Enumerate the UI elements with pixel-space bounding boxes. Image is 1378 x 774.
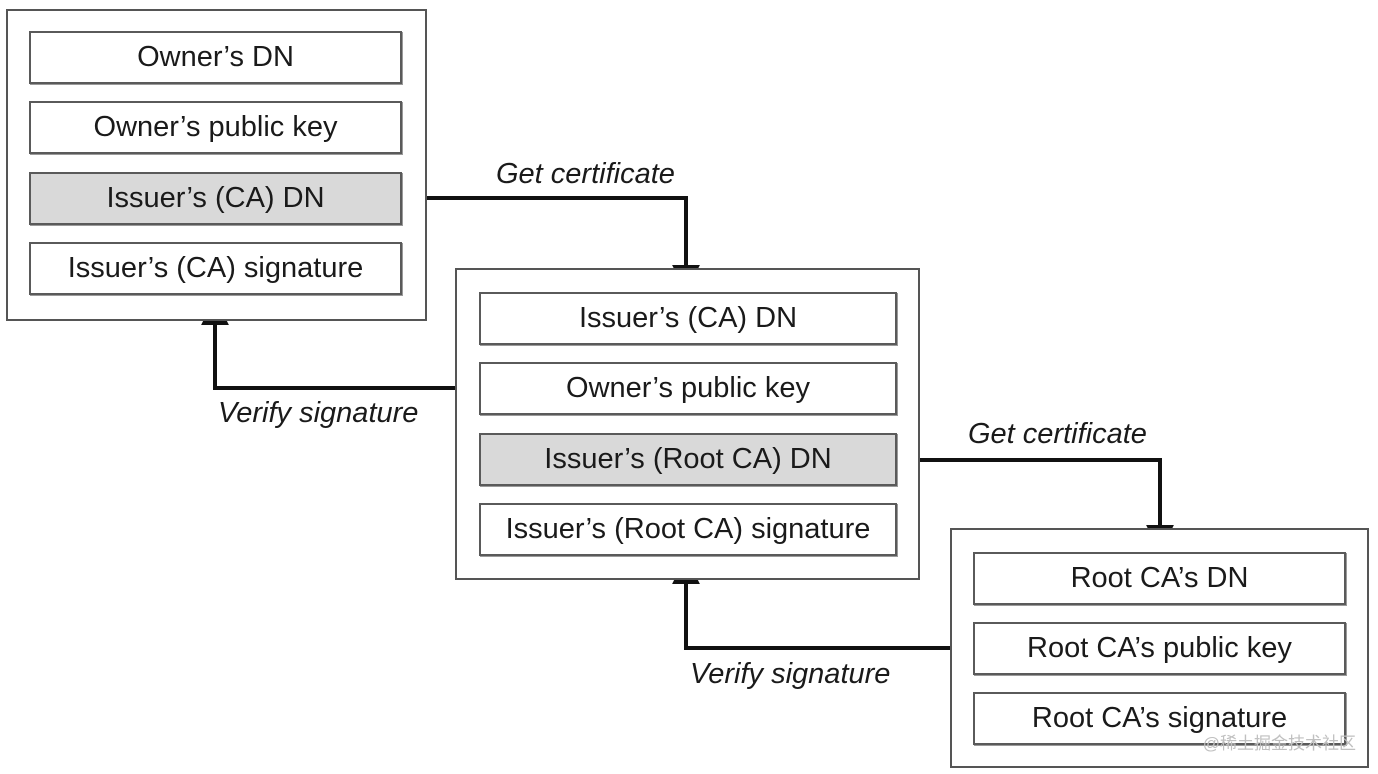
owner-dn-field: Owner’s DN: [29, 31, 402, 84]
issuer-root-ca-signature-field: Issuer’s (Root CA) signature: [479, 503, 897, 556]
watermark: @稀土掘金技术社区: [1202, 734, 1356, 753]
get-certificate-label-2: Get certificate: [968, 418, 1147, 450]
issuer-ca-dn-field: Issuer’s (CA) DN: [29, 172, 402, 225]
issuer-root-ca-dn-field: Issuer’s (Root CA) DN: [479, 433, 897, 486]
intermediate-issuer-ca-dn-field: Issuer’s (CA) DN: [479, 292, 897, 345]
root-ca-dn-field: Root CA’s DN: [973, 552, 1346, 605]
intermediate-owner-public-key-field: Owner’s public key: [479, 362, 897, 415]
get-certificate-arrow-1: [402, 196, 700, 293]
issuer-ca-signature-field: Issuer’s (CA) signature: [29, 242, 402, 295]
get-certificate-label-1: Get certificate: [496, 158, 675, 190]
verify-signature-label-2: Verify signature: [690, 658, 891, 690]
verify-signature-arrow-2: [672, 556, 973, 650]
verify-signature-label-1: Verify signature: [218, 397, 419, 429]
root-ca-public-key-field: Root CA’s public key: [973, 622, 1346, 675]
owner-public-key-field: Owner’s public key: [29, 101, 402, 154]
root-ca-signature-field: Root CA’s signature: [973, 692, 1346, 745]
verify-signature-arrow-1: [201, 297, 479, 390]
get-certificate-arrow-2: [896, 458, 1174, 553]
